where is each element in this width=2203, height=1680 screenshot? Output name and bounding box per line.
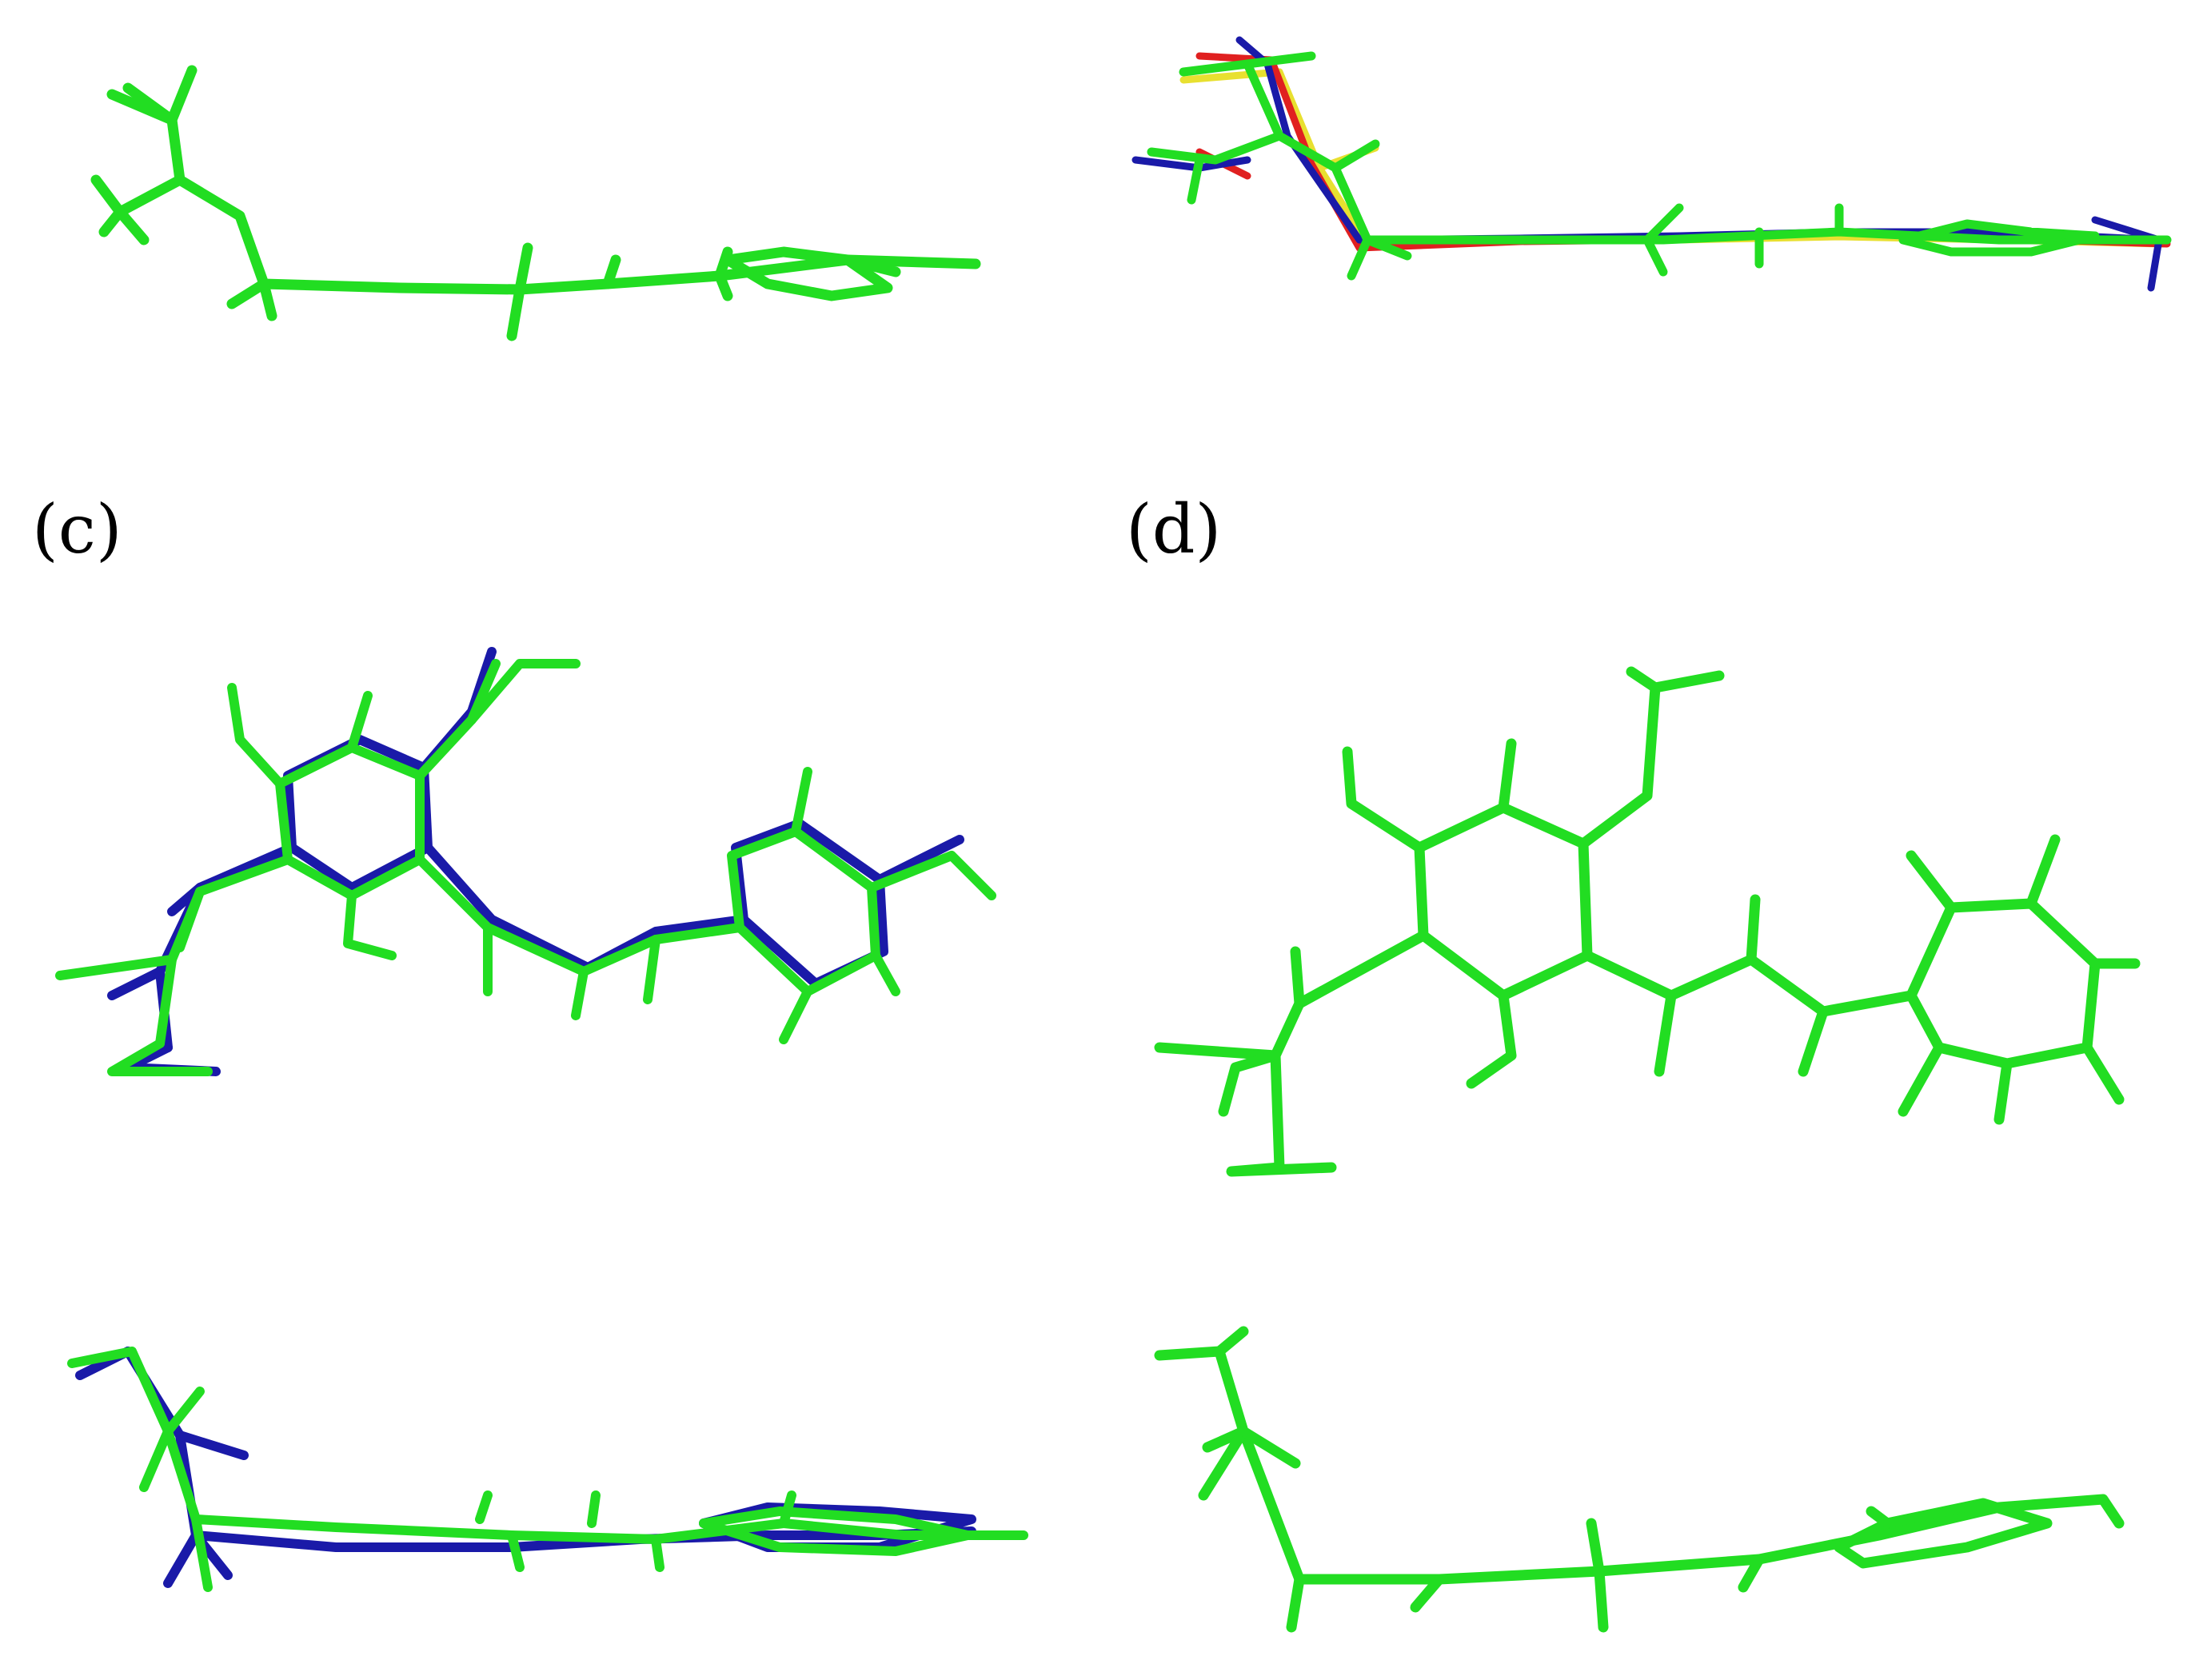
molecule-side-view-d: [1154, 1326, 2125, 1633]
panel-label-c: (c): [32, 490, 122, 569]
molecule-side-view-top-left: [90, 65, 981, 341]
molecule-top-view-c: [55, 647, 996, 1076]
molecule-side-view-top-right: [1131, 36, 2172, 292]
molecule-side-view-c: [67, 1347, 1028, 1592]
molecule-top-view-d: [1154, 666, 2141, 1177]
panel-label-d: (d): [1126, 490, 1222, 569]
